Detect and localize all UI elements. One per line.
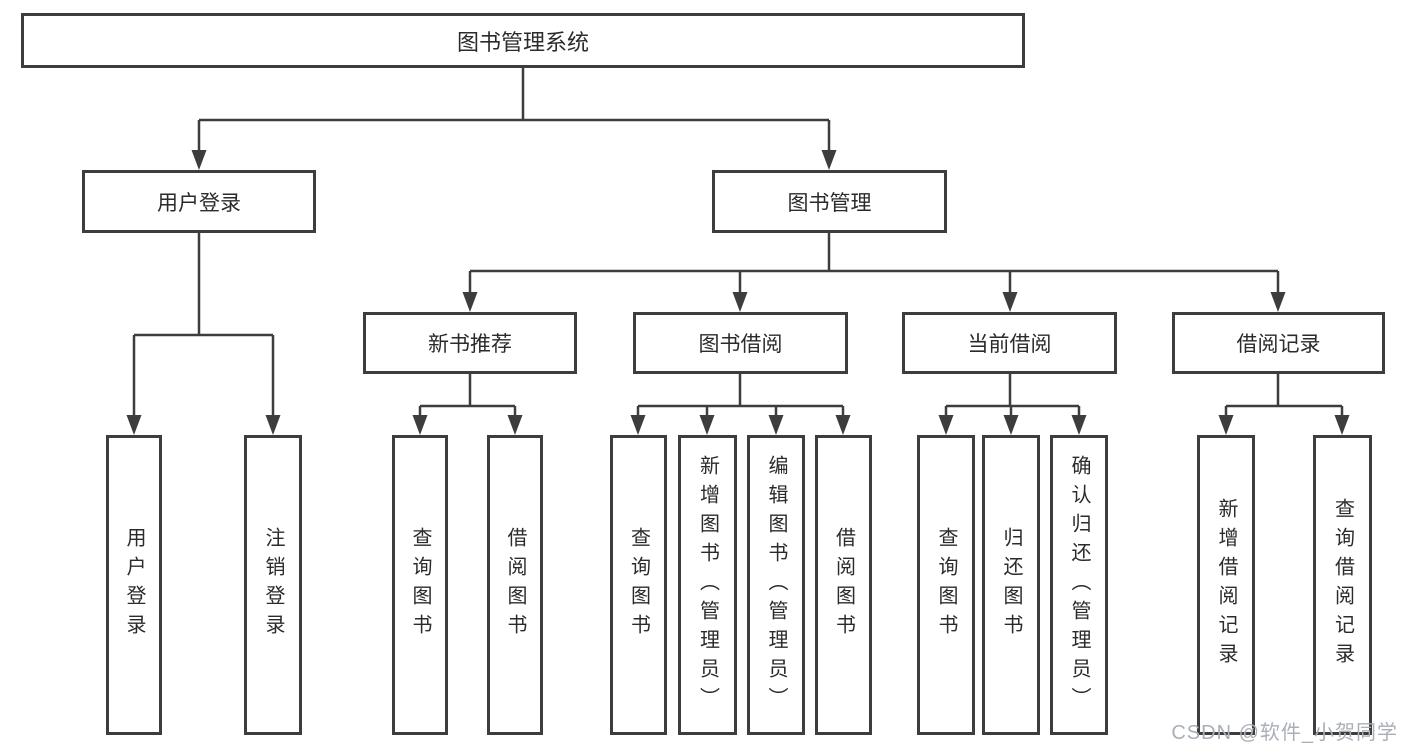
- leaf-edit-books-admin-label: 编辑图书（管理员）: [765, 454, 787, 716]
- leaf-return-books: 归还图书: [982, 435, 1040, 735]
- leaf-edit-books-admin: 编辑图书（管理员）: [747, 435, 805, 735]
- node-book-management: 图书管理: [712, 170, 947, 233]
- leaf-confirm-return-admin: 确认归还（管理员）: [1050, 435, 1108, 735]
- leaf-confirm-return-admin-label: 确认归还（管理员）: [1068, 454, 1090, 716]
- leaf-query-books-borrow: 查询图书: [610, 435, 667, 735]
- leaf-return-books-label: 归还图书: [1000, 527, 1022, 643]
- node-book-borrow-label: 图书借阅: [698, 333, 783, 356]
- node-borrow-records: 借阅记录: [1172, 312, 1385, 374]
- leaf-query-books-recommend: 查询图书: [392, 435, 448, 735]
- leaf-user-login-label: 用户登录: [123, 527, 145, 643]
- leaf-logout-label: 注销登录: [262, 527, 284, 643]
- leaf-add-books-admin: 新增图书（管理员）: [678, 435, 737, 735]
- node-user-login: 用户登录: [82, 170, 316, 233]
- leaf-borrow-books-recommend: 借阅图书: [487, 435, 543, 735]
- node-current-borrow-label: 当前借阅: [967, 333, 1052, 356]
- leaf-query-books-borrow-label: 查询图书: [627, 527, 650, 643]
- csdn-watermark: CSDN @软件_小贺同学: [1171, 722, 1398, 744]
- node-user-login-label: 用户登录: [157, 191, 241, 215]
- node-book-borrow: 图书借阅: [633, 312, 848, 374]
- leaf-borrow-books-recommend-label: 借阅图书: [504, 527, 526, 643]
- leaf-query-books-current-label: 查询图书: [935, 527, 957, 643]
- leaf-add-borrow-record-label: 新增借阅记录: [1215, 498, 1237, 672]
- node-borrow-records-label: 借阅记录: [1236, 333, 1321, 356]
- leaf-user-login: 用户登录: [106, 435, 162, 735]
- leaf-borrow-books: 借阅图书: [815, 435, 872, 735]
- leaf-borrow-books-label: 借阅图书: [832, 527, 855, 643]
- leaf-query-books-current: 查询图书: [917, 435, 975, 735]
- leaf-add-borrow-record: 新增借阅记录: [1197, 435, 1255, 735]
- node-library-system: 图书管理系统: [21, 13, 1025, 68]
- node-current-borrow: 当前借阅: [902, 312, 1117, 374]
- leaf-logout: 注销登录: [244, 435, 302, 735]
- leaf-query-borrow-record-label: 查询借阅记录: [1331, 498, 1354, 672]
- leaf-add-books-admin-label: 新增图书（管理员）: [696, 454, 719, 716]
- leaf-query-books-recommend-label: 查询图书: [409, 527, 431, 643]
- node-book-management-label: 图书管理: [787, 191, 872, 215]
- node-new-book-recommend-label: 新书推荐: [428, 333, 512, 356]
- node-library-system-label: 图书管理系统: [456, 29, 589, 55]
- leaf-query-borrow-record: 查询借阅记录: [1313, 435, 1372, 735]
- node-new-book-recommend: 新书推荐: [363, 312, 577, 374]
